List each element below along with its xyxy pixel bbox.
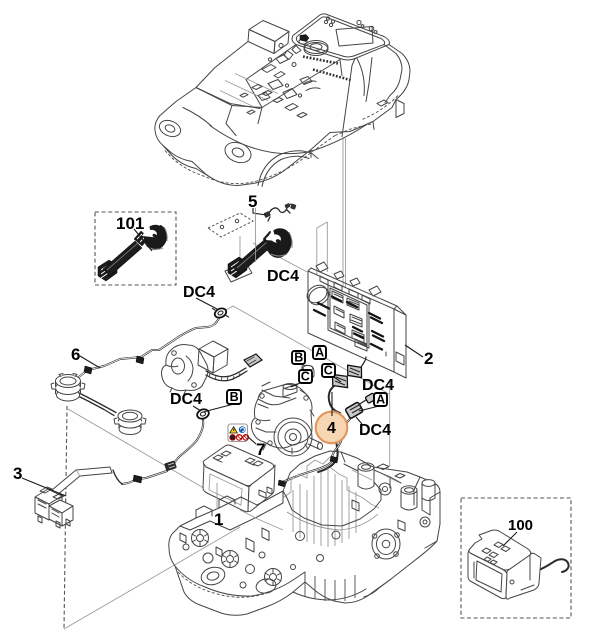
svg-text:DC4: DC4 — [183, 284, 215, 301]
svg-text:7: 7 — [256, 440, 265, 459]
svg-text:4: 4 — [327, 420, 336, 437]
svg-text:C: C — [301, 370, 310, 384]
svg-text:DC4: DC4 — [267, 268, 299, 285]
svg-text:B: B — [294, 351, 303, 365]
svg-text:100: 100 — [508, 517, 533, 534]
svg-text:C: C — [324, 364, 333, 378]
svg-text:DC4: DC4 — [362, 377, 394, 394]
svg-text:B: B — [230, 390, 239, 404]
svg-text:6: 6 — [71, 345, 80, 364]
svg-text:2: 2 — [424, 349, 433, 368]
svg-text:DC4: DC4 — [359, 422, 391, 439]
svg-text:1: 1 — [214, 510, 223, 529]
svg-text:101: 101 — [116, 214, 144, 233]
svg-text:DC4: DC4 — [170, 391, 202, 408]
svg-text:5: 5 — [248, 192, 257, 211]
svg-text:A: A — [315, 346, 324, 360]
svg-text:A: A — [376, 393, 385, 407]
svg-text:3: 3 — [13, 464, 22, 483]
